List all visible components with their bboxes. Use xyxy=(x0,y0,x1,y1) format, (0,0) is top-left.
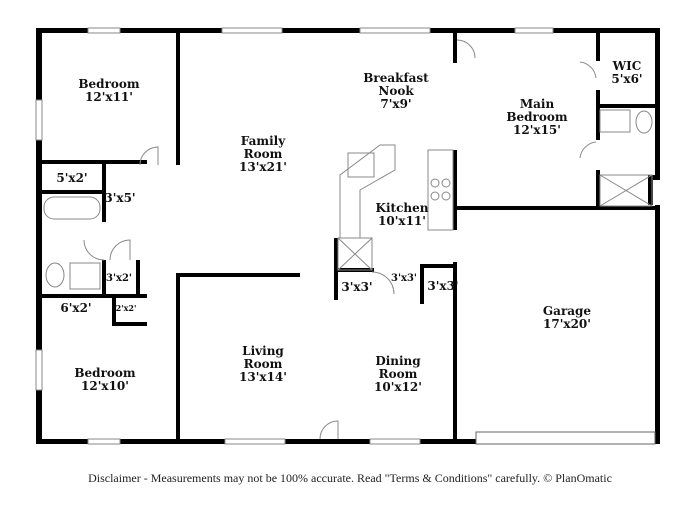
room-size: 7'x9' xyxy=(380,97,412,111)
room-size: 13'x21' xyxy=(239,160,287,174)
room-size: 10'x12' xyxy=(374,380,422,394)
room-size: 5'x6' xyxy=(611,72,643,86)
fixtures xyxy=(43,39,653,440)
room-name: Living Room xyxy=(242,344,284,371)
room-name: Kitchen xyxy=(375,201,429,215)
room-name: WIC xyxy=(612,59,642,73)
room-name: Garage xyxy=(542,304,592,318)
pantry-label: 3'x3' xyxy=(341,280,373,294)
room-name: Breakfast Nook xyxy=(363,71,429,98)
room-name: Family Room xyxy=(240,134,286,161)
room-size: 12'x10' xyxy=(81,379,129,393)
room-name: Main Bedroom xyxy=(506,97,568,124)
room-size: 17'x20' xyxy=(543,317,591,331)
room-name: Bedroom xyxy=(74,366,136,380)
closet-2x2-label: 2'x2' xyxy=(115,303,137,313)
garage-closet-label: 3'x3' xyxy=(427,279,459,293)
garage-door xyxy=(475,431,656,445)
closet-3x5-label: 3'x5' xyxy=(104,191,136,205)
windows xyxy=(35,27,554,445)
room-size: 12'x11' xyxy=(85,90,133,104)
closet-5x2-label: 5'x2' xyxy=(56,171,88,185)
hall-closet-label: 3'x3' xyxy=(390,273,418,284)
room-name: Dining Room xyxy=(375,354,421,381)
room-size: 12'x15' xyxy=(513,123,561,137)
room-size: 10'x11' xyxy=(378,214,426,228)
room-name: Bedroom xyxy=(78,77,140,91)
disclaimer: Disclaimer - Measurements may not be 100… xyxy=(88,471,612,485)
closet-3x2-label: 3'x2' xyxy=(105,273,133,284)
room-size: 13'x14' xyxy=(239,370,287,384)
closet-6x2-label: 6'x2' xyxy=(60,301,92,315)
